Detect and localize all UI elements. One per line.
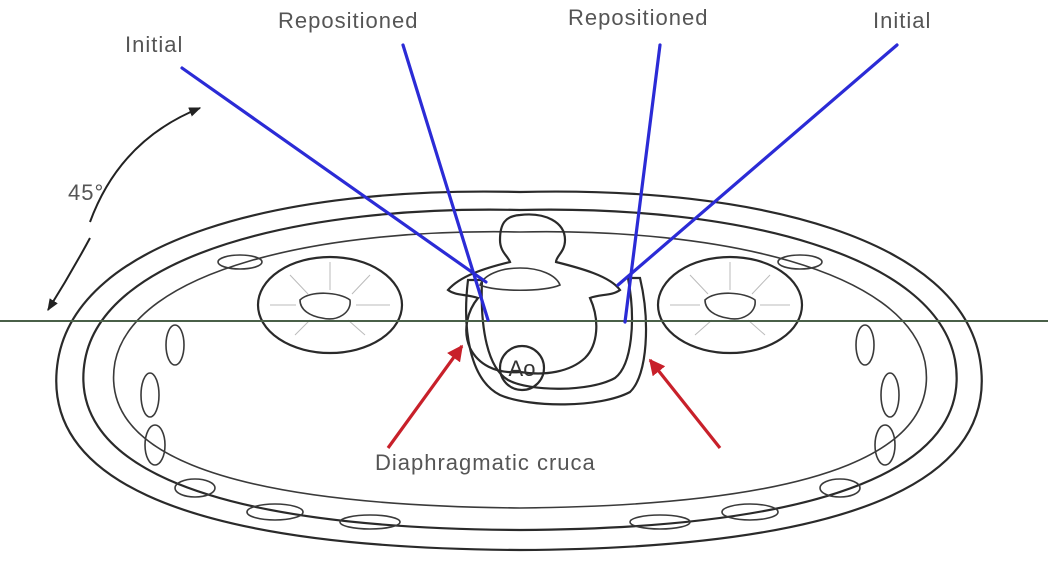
right-kidney (658, 257, 802, 353)
needle-trajectories (182, 45, 897, 322)
angle-indicator: 45° (48, 108, 200, 310)
needle-initial-right (618, 45, 897, 285)
label-initial-right: Initial (873, 8, 931, 33)
aorta: Ao (500, 346, 544, 390)
label-repositioned-right: Repositioned (568, 5, 708, 30)
needle-initial-left (182, 68, 486, 282)
label-repositioned-left: Repositioned (278, 8, 418, 33)
angle-label: 45° (68, 180, 104, 205)
crura-arrow-right (650, 360, 720, 448)
left-kidney (258, 257, 402, 353)
crura-arrows (388, 346, 720, 448)
crura-arrow-left (388, 346, 462, 448)
needle-repositioned-left (403, 45, 488, 320)
aorta-label: Ao (509, 356, 536, 381)
caption-diaphragmatic-cruca: Diaphragmatic cruca (375, 450, 596, 475)
label-initial-left: Initial (125, 32, 183, 57)
rib-segments (141, 255, 899, 529)
needle-repositioned-right (625, 45, 660, 322)
crura-sling (466, 278, 646, 404)
